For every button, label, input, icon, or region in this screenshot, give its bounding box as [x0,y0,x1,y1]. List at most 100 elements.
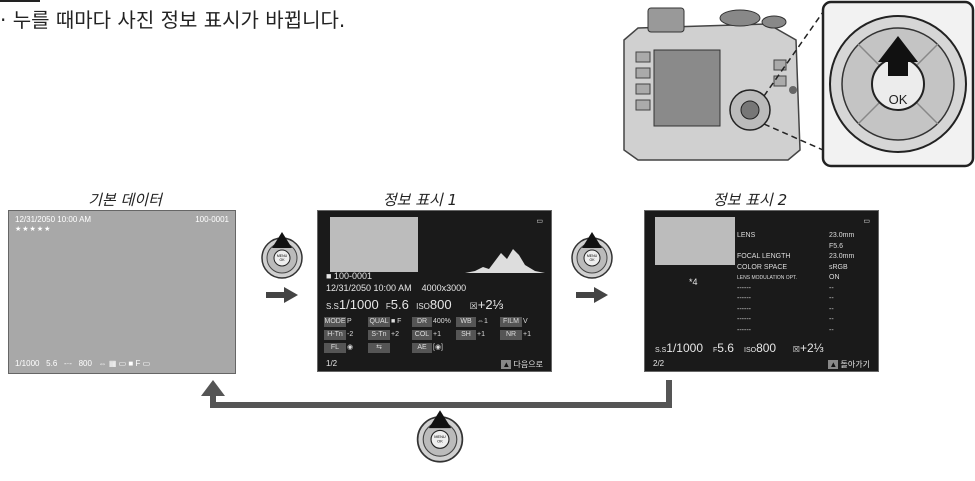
controller-up-3: MENU OK [412,408,468,464]
info1-grid-cell: +2 [391,331,399,338]
info1-iso-label: ISO [416,302,430,311]
info1-grid-cell: FL [324,343,346,353]
controller-up-1: MENU OK [257,230,307,280]
info1-grid-cell [500,343,522,353]
info1-battery-icon: ▭ [536,218,543,225]
info2-back: ▲ 돌아가기 [828,359,870,370]
info1-page: 1/2 [326,359,338,368]
info2-star: *4 [689,277,698,287]
svg-text:MENU: MENU [277,254,288,258]
info2-row-label: COLOR SPACE [737,263,788,271]
info1-ev: +2⅓ [477,297,504,312]
info2-iso: 800 [756,341,777,355]
ok-label: OK [889,92,908,107]
info2-aperture: 5.6 [717,341,734,355]
info1-grid-cell: NR [500,330,522,340]
info1-grid-cell: ⇆ [368,343,390,353]
info1-grid-cell: QUAL [368,317,390,327]
info2-row-label: ------ [737,326,751,334]
info2-row-label: ------ [737,316,751,323]
info1-datetime-row: 12/31/2050 10:00 AM 4000x3000 [326,283,466,293]
info1-grid-cell: -2 [347,331,354,338]
info2-back-label: 돌아가기 [840,360,870,369]
basic-iso: 800 [78,359,92,368]
menu-ok-dial-icon: MENU OK [571,232,613,279]
info1-iso: 800 [429,297,452,312]
info2-ss-label: S.S [655,347,667,354]
info1-exposure-row: S.S1/1000 F5.6 ISO800 ☒+2⅓ [326,297,503,312]
info1-ev-icon: ☒ [469,301,478,311]
menu-ok-dial-icon: MENU OK [416,410,464,463]
info1-grid-cell: P [347,318,352,325]
info2-iso-label: ISO [744,347,757,354]
svg-text:MENU: MENU [587,254,598,258]
info1-grid-cell: ⇔1 [477,318,488,325]
intro-label: 누를 때마다 사진 정보 표시가 바뀝니다. [12,8,346,32]
info2-exposure-row: S.S1/1000 F5.6 ISO800 ☒+2⅓ [655,341,824,355]
info1-grid-cell [523,343,543,353]
info1-histogram [465,249,545,273]
info1-f-label: F [385,302,391,311]
menu-ok-dial-icon: MENU OK [261,232,303,279]
caption-info1: 정보 표시 1 [382,191,458,209]
caption-info2: 정보 표시 2 [712,191,788,209]
arrow-right-icon [576,287,608,303]
info2-row-label: LENS [737,232,756,239]
info2-ev: +2⅓ [799,341,824,355]
info1-next-label: 다음으로 [513,360,543,369]
caption-basic: 기본 데이터 [88,191,162,209]
info1-thumbnail [330,217,418,272]
info1-grid-cell: FILM [500,317,522,327]
info2-row-value: -- [829,326,834,334]
camera-body [623,7,801,161]
info1-grid-cell: WB [456,317,476,327]
info1-grid-cell [456,343,476,353]
info1-grid-cell: SH [456,330,476,340]
info2-back-icon: ▲ [828,360,839,369]
svg-text:OK: OK [437,439,443,444]
screen-basic: 12/31/2050 10:00 AM 100-0001 ★★★★★ 1/100… [8,210,236,374]
arrow-right-icon [266,287,298,303]
info1-grid-cell: H-Tn [324,330,346,340]
info2-row-value: sRGB [829,263,848,271]
info1-grid-cell: 400% [433,318,451,325]
info2-row-label: ------ [737,295,751,302]
basic-frame-no: 100-0001 [195,215,229,224]
info2-row-value: F5.6 [829,242,844,250]
info1-grid-cell: ■ F [391,318,402,325]
info1-grid-cell: MODE [324,317,346,327]
info1-next: ▲ 다음으로 [501,359,543,370]
info1-grid-cell: V [523,318,528,325]
info1-grid-cell: S-Tn [368,330,390,340]
info1-size: 4000x3000 [421,283,467,293]
info1-grid-cell: COL [412,330,432,340]
info2-f-label: F [713,347,718,354]
info2-row-value: -- [829,305,834,313]
info1-grid-cell: +1 [433,331,441,338]
info2-row-value: -- [829,295,834,302]
basic-exposure-row: 1/1000 5.6 -·- 800 ⇔ ▦ ▭ ■ F ▭ [15,359,150,368]
basic-datetime: 12/31/2050 10:00 AM [15,215,92,224]
info2-row-label: ------ [737,284,751,292]
info1-frame-no: ■ 100-0001 [326,271,372,281]
info2-page: 2/2 [653,359,665,368]
info2-row-label: FOCAL LENGTH [737,253,791,260]
info1-grid-cell [477,343,499,353]
info1-aperture: 5.6 [390,297,409,312]
info2-thumbnail [655,217,735,265]
info1-grid-cell: [◉] [433,344,443,351]
controller-up-2: MENU OK [567,230,617,280]
intro-text: · 누를 때마다 사진 정보 표시가 바뀝니다. [0,8,346,32]
info1-shutter: 1/1000 [338,297,379,312]
camera-illustration: OK [623,0,975,168]
return-loop-arrow [201,380,672,408]
info2-row-label: LENS MODULATION OPT. [737,275,797,281]
info2-battery-icon: ▭ [863,218,870,225]
basic-aperture: 5.6 [46,359,58,368]
basic-status-icons: ⇔ ▦ ▭ ■ F ▭ [98,359,151,368]
basic-shutter: 1/1000 [15,359,40,368]
info2-shutter: 1/1000 [666,341,703,355]
info2-row-value: -- [829,284,834,292]
